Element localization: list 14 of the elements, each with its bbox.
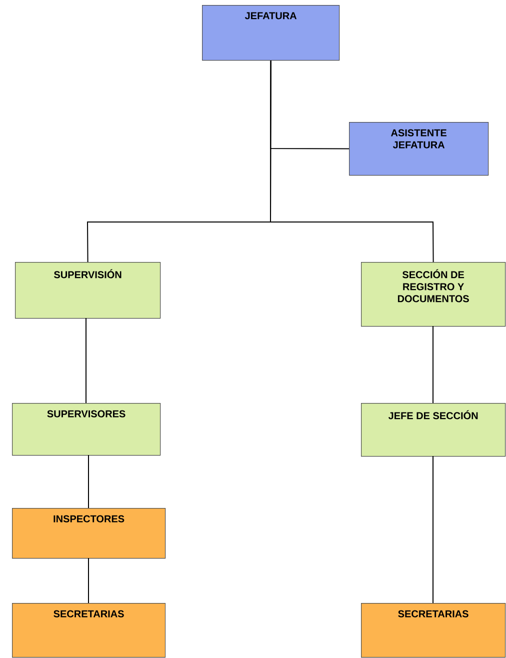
- connector-line: [88, 454, 89, 508]
- org-box: SUPERVISORES: [12, 403, 161, 456]
- connector-line: [432, 456, 434, 604]
- connector-line: [88, 558, 89, 604]
- org-box: SUPERVISIÓN: [15, 262, 161, 319]
- org-box: SECRETARIAS: [12, 603, 166, 658]
- org-box: JEFATURA: [202, 5, 340, 61]
- connector-line: [270, 60, 434, 262]
- org-box: SECRETARIAS: [361, 603, 506, 658]
- org-box: INSPECTORES: [12, 508, 166, 559]
- org-box: SECCIÓN DE REGISTRO Y DOCUMENTOS: [361, 262, 506, 327]
- org-box: ASISTENTE JEFATURA: [349, 122, 489, 176]
- org-box: JEFE DE SECCIÓN: [361, 403, 506, 457]
- connector-line: [432, 326, 434, 404]
